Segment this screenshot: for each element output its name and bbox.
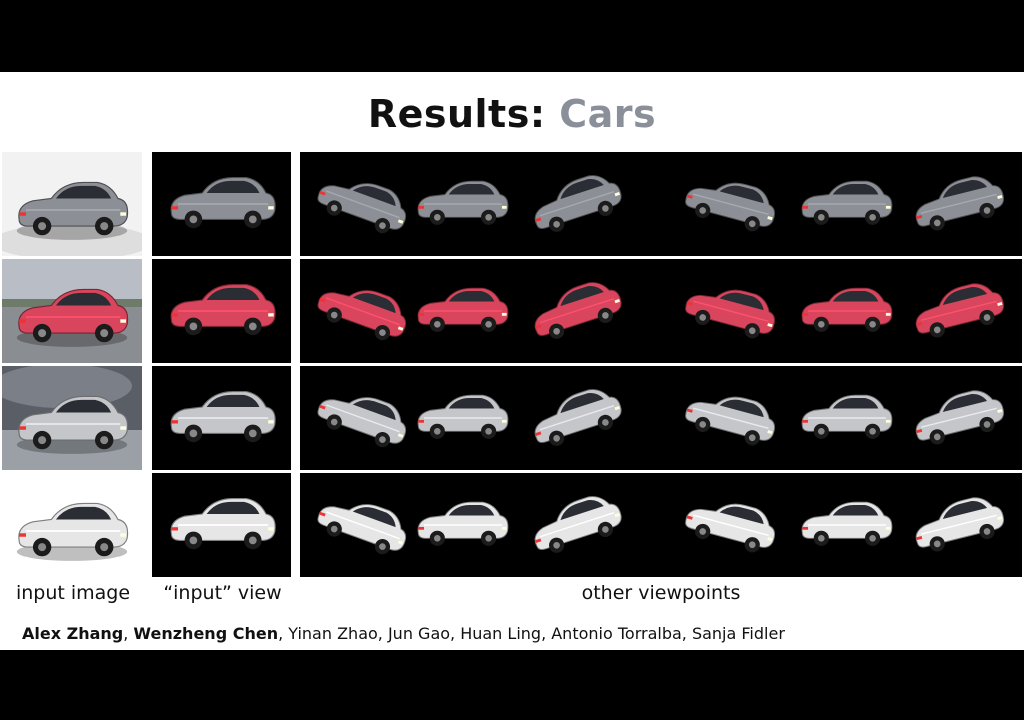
input-view-silver-sedan	[152, 366, 291, 470]
input-image-gray-sedan	[2, 152, 142, 256]
viewpoint-render	[416, 394, 509, 443]
title-main: Results:	[367, 92, 546, 136]
viewpoint-render	[800, 394, 893, 443]
viewpoint-render	[681, 503, 776, 556]
viewpoint-render	[915, 283, 1007, 341]
viewpoint-render	[800, 501, 893, 550]
author-lead-2: Wenzheng Chen	[133, 624, 279, 643]
viewpoint-render	[416, 287, 509, 336]
input-view-white-hatchback	[152, 473, 291, 577]
author-rest: , Yinan Zhao, Jun Gao, Huan Ling, Antoni…	[278, 624, 785, 643]
author-list: Alex Zhang, Wenzheng Chen, Yinan Zhao, J…	[22, 624, 785, 643]
other-viewpoints-red-coupe	[300, 259, 1022, 363]
title-accent: Cars	[559, 92, 657, 136]
other-viewpoints-white-hatchback	[300, 473, 1022, 577]
viewpoint-render	[416, 180, 509, 229]
other-viewpoints-gray-sedan	[300, 152, 1022, 256]
viewpoint-render	[915, 176, 1007, 234]
viewpoint-render	[416, 501, 509, 550]
viewpoint-render	[681, 396, 776, 449]
author-lead-1: Alex Zhang	[22, 624, 124, 643]
input-image-white-hatchback	[2, 473, 142, 577]
label-other-viewpoints: other viewpoints	[581, 582, 741, 604]
viewpoint-render	[534, 282, 625, 344]
viewpoint-render	[915, 390, 1007, 448]
viewpoint-render	[534, 175, 625, 237]
input-view-red-coupe	[152, 259, 291, 363]
author-sep: ,	[123, 624, 134, 643]
viewpoint-render	[534, 389, 625, 451]
viewpoint-render	[313, 183, 407, 238]
viewpoint-render	[681, 182, 776, 235]
viewpoint-render	[800, 287, 893, 336]
other-viewpoints-silver-sedan	[300, 366, 1022, 470]
viewpoint-render	[534, 496, 625, 558]
viewpoint-render	[313, 504, 407, 559]
input-image-red-coupe	[2, 259, 142, 363]
input-view-gray-sedan	[152, 152, 291, 256]
viewpoint-render	[800, 180, 893, 229]
input-image-silver-sedan	[2, 366, 142, 470]
viewpoint-render	[681, 289, 776, 342]
slide-title: Results: Cars	[0, 92, 1024, 136]
label-input-view: “input” view	[163, 582, 282, 604]
viewpoint-render	[313, 397, 407, 452]
label-input-image: input image	[15, 582, 131, 604]
viewpoint-render	[915, 497, 1007, 555]
viewpoint-render	[313, 290, 407, 345]
